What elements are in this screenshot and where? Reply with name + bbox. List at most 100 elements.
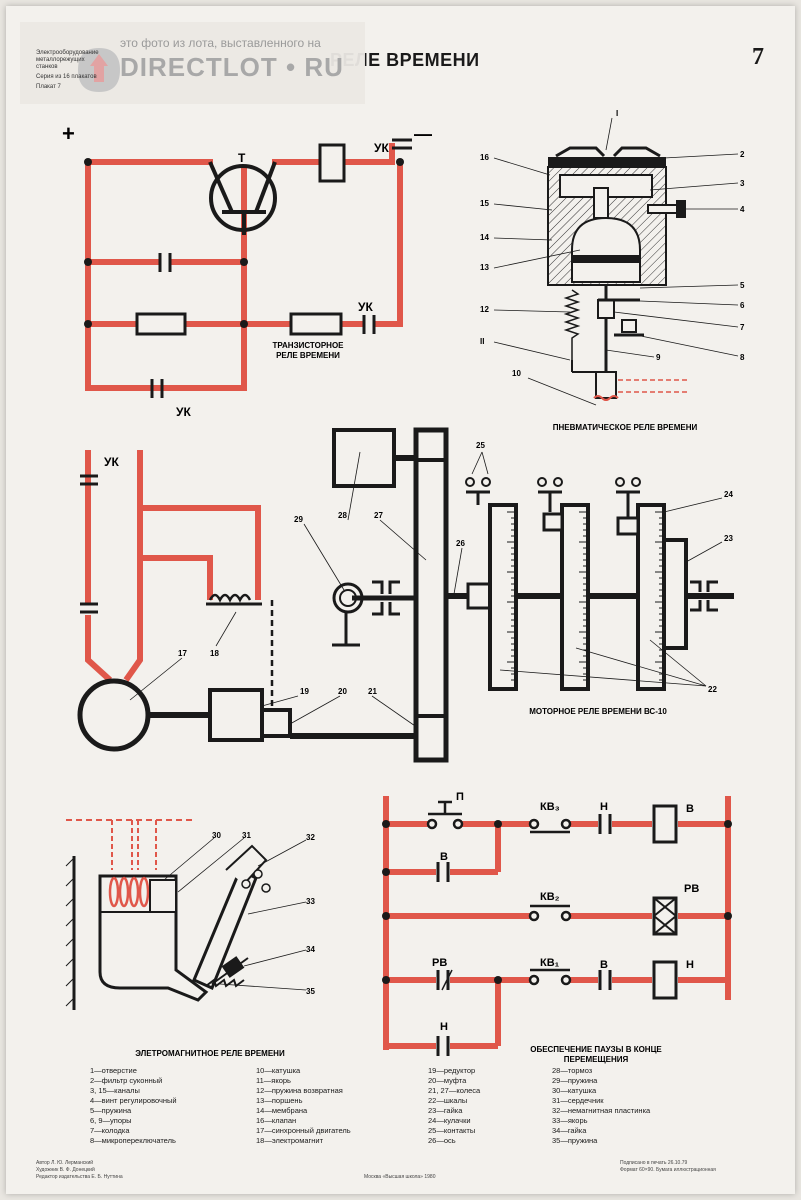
- watermark-caption: это фото из лота, выставленного на: [120, 36, 321, 50]
- legend-item: 22—шкалы: [428, 1096, 468, 1105]
- series-line-3: станков: [36, 64, 58, 70]
- motor-caption: МОТОРНОЕ РЕЛЕ ВРЕМЕНИ ВС-10: [529, 707, 667, 716]
- transistor-label: Т: [238, 151, 246, 165]
- pneumatic-label-14: 14: [480, 233, 489, 242]
- footer-print-info-1: Подписано в печать 26.10.79: [620, 1160, 688, 1166]
- pause-label-b1: В: [440, 851, 448, 863]
- pause-caption-line2: ПЕРЕМЕЩЕНИЯ: [564, 1055, 629, 1064]
- footer-print-info-2: Формат 60×90. Бумага иллюстрационная: [620, 1167, 716, 1173]
- motor-label-22: 22: [708, 685, 717, 694]
- motor-label-26: 26: [456, 539, 465, 548]
- pause-label-n3: Н: [686, 959, 694, 971]
- uk-middle-label: УК: [358, 300, 373, 314]
- pneumatic-label-15: 15: [480, 199, 489, 208]
- footer-credit-1: Автор Л. Ю. Лерманский: [36, 1160, 94, 1166]
- page-number: 7: [752, 44, 764, 70]
- legend-item: 10—катушка: [256, 1066, 301, 1075]
- legend-item: 2—фильтр суконный: [90, 1076, 163, 1085]
- motor-label-21: 21: [368, 687, 377, 696]
- legend-item: 20—муфта: [428, 1076, 467, 1085]
- em-caption: ЭЛЕТРОМАГНИТНОЕ РЕЛЕ ВРЕМЕНИ: [135, 1049, 285, 1058]
- pneumatic-label-13: 13: [480, 263, 489, 272]
- legend-item: 5—пружина: [90, 1106, 132, 1115]
- footer-publisher: Москва «Высшая школа» 1980: [364, 1174, 436, 1180]
- pause-label-kv1: КВ₁: [540, 957, 560, 969]
- legend-item: 17—синхронный двигатель: [256, 1126, 351, 1135]
- legend-item: 13—поршень: [256, 1096, 303, 1105]
- legend-item: 28—тормоз: [552, 1066, 593, 1075]
- series-line-2: металлорежущих: [36, 57, 85, 63]
- legend-item: 8—микропереключатель: [90, 1136, 176, 1145]
- pause-label-kv2: КВ₂: [540, 891, 560, 903]
- legend-item: 6, 9—упоры: [90, 1116, 132, 1125]
- legend-item: 11—якорь: [256, 1076, 291, 1085]
- legend-item: 29—пружина: [552, 1076, 598, 1085]
- legend-item: 16—клапан: [256, 1116, 297, 1125]
- em-label-30: 30: [212, 831, 221, 840]
- em-label-33: 33: [306, 897, 315, 906]
- pause-caption-line1: ОБЕСПЕЧЕНИЕ ПАУЗЫ В КОНЦЕ: [530, 1045, 662, 1054]
- pause-label-b3: В: [600, 959, 608, 971]
- legend-item: 24—кулачки: [428, 1116, 471, 1125]
- motor-label-29: 29: [294, 515, 303, 524]
- legend-item: 32—немагнитная пластинка: [552, 1106, 651, 1115]
- pneumatic-label-7: 7: [740, 323, 745, 332]
- pneumatic-label-4: 4: [740, 205, 745, 214]
- motor-label-20: 20: [338, 687, 347, 696]
- legend-item: 26—ось: [428, 1136, 456, 1145]
- poster-title: РЕЛЕ ВРЕМЕНИ: [330, 50, 480, 70]
- legend-item: 7—колодка: [90, 1126, 130, 1135]
- legend-item: 1—отверстие: [90, 1066, 137, 1075]
- pause-label-p: П: [456, 791, 464, 803]
- series-line-1: Электрооборудование: [36, 50, 99, 56]
- pause-label-kv3: КВ₃: [540, 801, 560, 813]
- series-line-4: Серия из 16 плакатов: [36, 74, 97, 80]
- pneumatic-label-5: 5: [740, 281, 745, 290]
- legend-item: 14—мембрана: [256, 1106, 308, 1115]
- pause-label-n2: Н: [440, 1021, 448, 1033]
- motor-label-25: 25: [476, 441, 485, 450]
- motor-label-19: 19: [300, 687, 309, 696]
- plus-terminal-label: +: [62, 121, 75, 146]
- legend-item: 35—пружина: [552, 1136, 598, 1145]
- pneumatic-label-9: 9: [656, 353, 661, 362]
- pneumatic-label-12: 12: [480, 305, 489, 314]
- series-line-5: Плакат 7: [36, 84, 61, 90]
- electromagnetic-relay-diagram: 30 31 32 33 34 35 ЭЛЕТРОМАГНИТНОЕ РЕЛЕ В…: [65, 819, 315, 1058]
- pause-label-rv2: РВ: [684, 883, 699, 895]
- motor-label-17: 17: [178, 649, 187, 658]
- uk-top-label: УК: [374, 141, 389, 155]
- pneumatic-label-8: 8: [740, 353, 745, 362]
- legend-item: 31—сердечник: [552, 1096, 604, 1105]
- legend-item: 30—катушка: [552, 1086, 597, 1095]
- motor-label-28: 28: [338, 511, 347, 520]
- motor-label-23: 23: [724, 534, 733, 543]
- minus-terminal-label: —: [414, 124, 432, 144]
- motor-uk-label: УК: [104, 455, 119, 469]
- legend-item: 34—гайка: [552, 1126, 587, 1135]
- em-label-35: 35: [306, 987, 315, 996]
- legend-item: 4—винт регулировочный: [90, 1096, 177, 1105]
- legend-item: 25—контакты: [428, 1126, 476, 1135]
- watermark-brand: DIRECTLOT • RU: [120, 52, 344, 82]
- pneumatic-label-6: 6: [740, 301, 745, 310]
- motor-label-18: 18: [210, 649, 219, 658]
- motor-relay-diagram: 17 18 19 20 21 22 23 24 25 26 27 28 29 У…: [77, 427, 734, 763]
- em-label-32: 32: [306, 833, 315, 842]
- transistor-caption-line1: ТРАНЗИСТОРНОЕ: [273, 341, 345, 350]
- legend-item: 18—электромагнит: [256, 1136, 324, 1145]
- pause-label-rv1: РВ: [432, 957, 447, 969]
- legend-item: 12—пружина возвратная: [256, 1086, 343, 1095]
- legend-item: 21, 27—колеса: [428, 1086, 481, 1095]
- legend-item: 23—гайка: [428, 1106, 463, 1115]
- pneumatic-label-11: II: [480, 337, 484, 346]
- pneumatic-relay-diagram: I 16 15 14 13 12 II 10 2 3 4 5 6 7 9 8 П…: [480, 109, 745, 432]
- legend-item: 3, 15—каналы: [90, 1086, 140, 1095]
- footer-credit-3: Редактор издательства Е. Б. Нуттина: [36, 1174, 123, 1180]
- em-label-31: 31: [242, 831, 251, 840]
- uk-bottom-label: УК: [176, 405, 191, 419]
- pneumatic-label-16: 16: [480, 153, 489, 162]
- motor-label-24: 24: [724, 490, 733, 499]
- transistor-relay-diagram: + — Т УК УК УК ТРАНЗИСТОРНОЕ РЕЛЕ ВРЕМЕН…: [62, 121, 432, 419]
